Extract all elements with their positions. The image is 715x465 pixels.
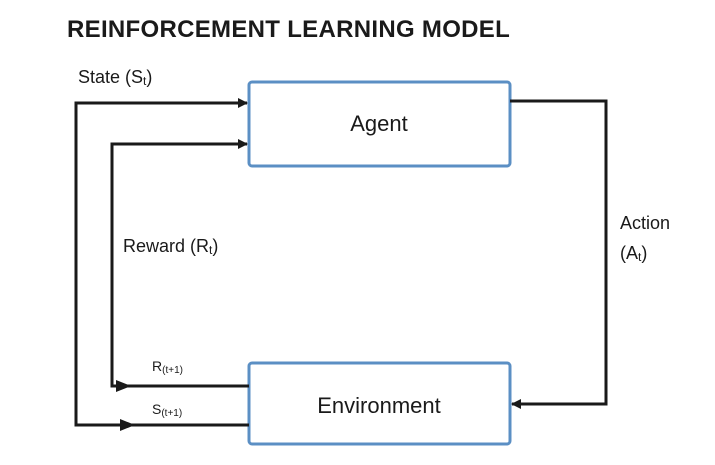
action-label-line1: Action	[620, 213, 670, 233]
action-label-line2: (At)	[620, 243, 647, 264]
reward-arrow	[110, 139, 249, 388]
reward-label: Reward (Rt)	[123, 236, 218, 257]
environment-label: Environment	[317, 393, 441, 418]
next-state-arrowhead	[120, 419, 135, 431]
next-reward-arrowhead	[116, 380, 131, 392]
diagram-title: REINFORCEMENT LEARNING MODEL	[67, 16, 510, 43]
next-state-label: S(t+1)	[152, 401, 182, 419]
state-arrow	[74, 98, 249, 427]
environment-node: Environment	[247, 361, 512, 446]
agent-label: Agent	[350, 111, 408, 136]
agent-node: Agent	[247, 80, 512, 168]
environment-box	[247, 361, 512, 446]
next-reward-label: R(t+1)	[152, 358, 183, 376]
state-label: State (St)	[78, 67, 152, 88]
agent-box	[247, 80, 512, 168]
action-arrow	[510, 99, 608, 409]
